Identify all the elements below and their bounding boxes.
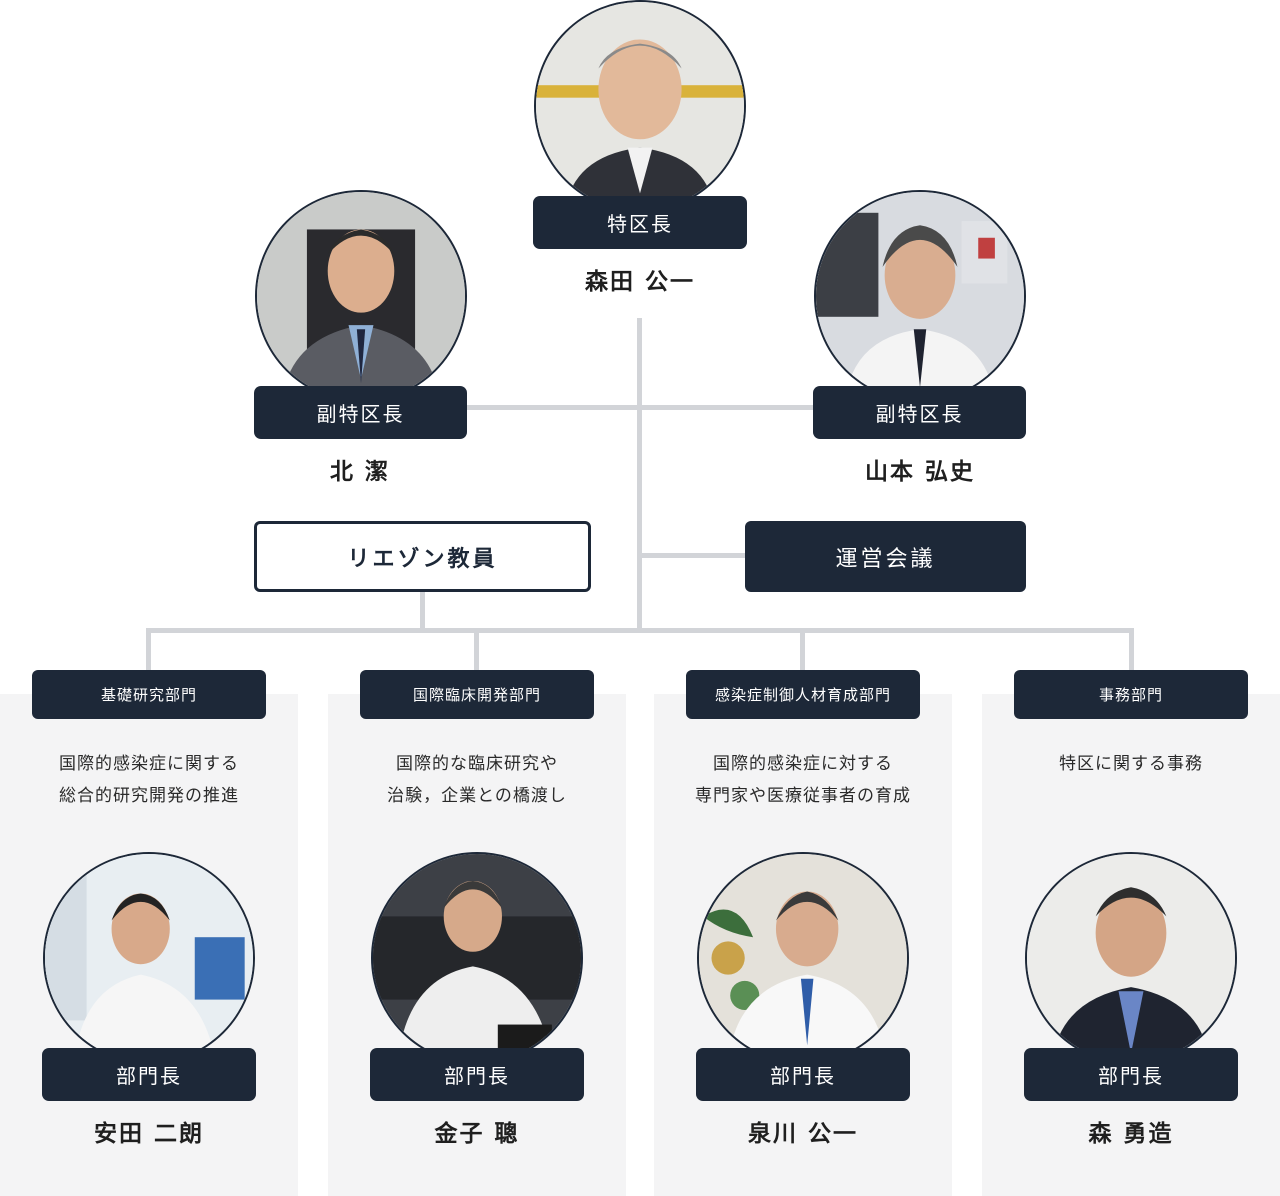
department-desc-3-line-2: 専門家や医療従事者の育成 bbox=[695, 786, 911, 806]
vice-director-left-role-badge: 副特区長 bbox=[254, 386, 467, 439]
department-title-4: 事務部門 bbox=[1014, 670, 1248, 719]
department-desc-2-line-2: 治験，企業との橋渡し bbox=[387, 786, 567, 806]
connector-dept-4 bbox=[1129, 628, 1134, 672]
connector-council bbox=[640, 553, 746, 558]
department-desc-1-line-1: 国際的感染症に関する bbox=[59, 754, 239, 774]
connector-dept-1 bbox=[146, 628, 151, 672]
department-desc-1: 国際的感染症に関する 総合的研究開発の推進 bbox=[20, 748, 278, 812]
vice-director-right-role-badge: 副特区長 bbox=[813, 386, 1026, 439]
department-head-name-3: 泉川 公一 bbox=[747, 1120, 858, 1147]
department-desc-3-line-1: 国際的感染症に対する bbox=[713, 754, 893, 774]
department-head-photo-4 bbox=[1025, 852, 1237, 1064]
department-desc-1-line-2: 総合的研究開発の推進 bbox=[59, 786, 239, 806]
department-head-photo-3 bbox=[697, 852, 909, 1064]
connector-departments-horizontal bbox=[146, 628, 1134, 633]
department-title-3: 感染症制御人材育成部門 bbox=[686, 670, 920, 719]
department-title-1: 基礎研究部門 bbox=[32, 670, 266, 719]
connector-vice-horizontal bbox=[466, 405, 814, 410]
vice-director-left-name: 北 潔 bbox=[329, 458, 390, 485]
department-desc-2-line-1: 国際的な臨床研究や bbox=[396, 754, 558, 774]
department-head-name-1: 安田 二朗 bbox=[93, 1120, 204, 1147]
vice-director-left-photo bbox=[255, 190, 467, 402]
department-title-2: 国際臨床開発部門 bbox=[360, 670, 594, 719]
liaison-faculty-box: リエゾン教員 bbox=[254, 521, 591, 592]
department-head-photo-2 bbox=[371, 852, 583, 1064]
department-head-photo-1 bbox=[43, 852, 255, 1064]
vice-director-right-photo bbox=[814, 190, 1026, 402]
department-desc-4-line-1: 特区に関する事務 bbox=[1059, 754, 1203, 774]
department-head-role-4: 部門長 bbox=[1024, 1048, 1238, 1101]
director-name: 森田 公一 bbox=[584, 268, 695, 295]
department-head-role-2: 部門長 bbox=[370, 1048, 584, 1101]
department-desc-2: 国際的な臨床研究や 治験，企業との橋渡し bbox=[348, 748, 606, 812]
connector-dept-2 bbox=[474, 628, 479, 672]
department-head-role-1: 部門長 bbox=[42, 1048, 256, 1101]
connector-dept-3 bbox=[800, 628, 805, 672]
director-photo bbox=[534, 0, 746, 212]
department-head-role-3: 部門長 bbox=[696, 1048, 910, 1101]
director-role-badge: 特区長 bbox=[533, 196, 747, 249]
department-desc-3: 国際的感染症に対する 専門家や医療従事者の育成 bbox=[674, 748, 932, 812]
steering-council-box: 運営会議 bbox=[745, 521, 1026, 592]
connector-main-vertical bbox=[637, 318, 642, 633]
department-head-name-2: 金子 聰 bbox=[434, 1120, 520, 1147]
department-head-name-4: 森 勇造 bbox=[1088, 1120, 1174, 1147]
vice-director-right-name: 山本 弘史 bbox=[864, 458, 975, 485]
connector-liaison bbox=[420, 591, 425, 631]
department-desc-4: 特区に関する事務 bbox=[1002, 748, 1260, 780]
